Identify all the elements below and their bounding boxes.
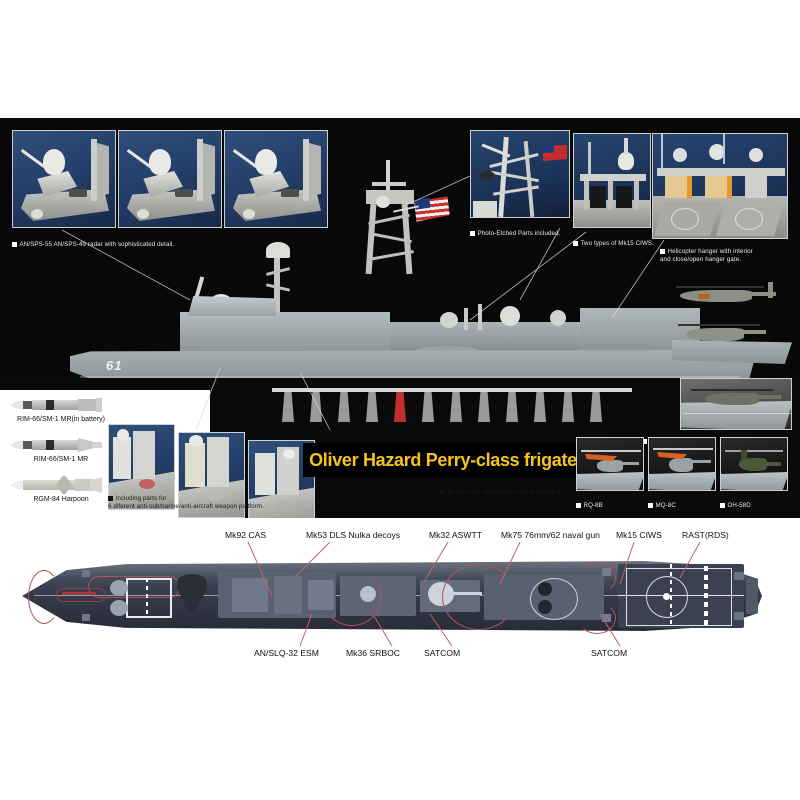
caption-helicopter-hangar-text: Helicopter hanger with interior and clos…: [660, 248, 753, 263]
plan-label-mk75-gun: Mk75 76mm/62 naval gun: [500, 530, 601, 540]
photo-photo-etched-parts: [470, 130, 570, 218]
caption-oh58d-text: OH-58D: [727, 502, 751, 509]
missile-rim66-in-battery: [10, 398, 102, 412]
photo-oh58d: [720, 437, 788, 491]
missile-label-2: RIM-66/SM-1 MR: [33, 456, 89, 463]
bullet-square: [720, 502, 725, 508]
caption-radar: AN/SPS-55 AN/SPS-49 radar with sophistic…: [12, 233, 174, 249]
caption-oh58d: OH-58D: [720, 494, 751, 510]
ship-hull-number: 61: [106, 358, 123, 373]
photo-radar-3: [224, 130, 328, 228]
bullet-square: [12, 241, 17, 247]
caption-weapon-platform-text: Including parts for 6 diferent anti-subm…: [108, 495, 264, 510]
photo-mq8c: [648, 437, 716, 491]
photo-weapon-platform-1: [108, 424, 175, 510]
caption-weapon-platform: Including parts for 6 diferent anti-subm…: [108, 487, 268, 511]
missile-rgm84-harpoon: [10, 476, 102, 494]
plan-label-an-slq32-esm: AN/SLQ-32 ESM: [253, 648, 320, 658]
bullet-square: [642, 438, 647, 444]
missile-label-1: RIM-66/SM-1 MR(in battery): [17, 416, 105, 423]
plan-view-diagram: Mk92 CAS Mk53 DLS Nulka decoys Mk32 ASWT…: [0, 518, 800, 800]
ship-plan-view: [22, 554, 762, 638]
plan-label-satcom-aft: SATCOM: [590, 648, 629, 658]
ship-foremast: [258, 240, 298, 312]
plan-label-mk32-aswtt: Mk32 ASWTT: [428, 530, 484, 540]
missile-rim66: [10, 438, 102, 452]
photo-helicopter-on-deck: [672, 318, 792, 364]
caption-bottom-hull: Bottom hull and display stand included.: [440, 481, 562, 497]
plan-label-mk92-cas: Mk92 CAS: [224, 530, 268, 540]
caption-photo-etched-text: Photo-Etched Parts included.: [477, 230, 561, 237]
caption-mk15-ciws-text: Two types of Mk15 CIWS.: [580, 240, 654, 247]
caption-rq8b: RQ-8B: [576, 494, 603, 510]
plan-label-mk15-ciws: Mk15 CIWS: [615, 530, 663, 540]
photo-rq8b: [576, 437, 644, 491]
ship-bridge: [188, 296, 276, 316]
display-stand: [272, 388, 632, 422]
bullet-square: [576, 502, 581, 508]
bullet-square: [470, 230, 475, 236]
caption-radar-text: AN/SPS-55 AN/SPS-49 radar with sophistic…: [19, 241, 175, 248]
product-title: Oliver Hazard Perry-class frigate: [309, 449, 577, 470]
plan-label-mk53-dls: Mk53 DLS Nulka decoys: [305, 530, 402, 540]
product-title-banner: Oliver Hazard Perry-class frigate: [303, 443, 583, 477]
caption-rq8b-text: RQ-8B: [583, 502, 603, 509]
plan-label-mk36-srboc: Mk36 SRBOC: [345, 648, 401, 658]
ship-mast: [360, 160, 420, 280]
photo-mh60r-helicopter-detail: [672, 276, 782, 310]
caption-mq8c: MQ-8C: [648, 494, 676, 510]
plan-label-satcom-fwd: SATCOM: [423, 648, 462, 658]
photo-weapon-platform-2: [178, 432, 245, 518]
photo-helicopter-hangar: [652, 133, 788, 239]
bullet-square: [648, 502, 653, 508]
bullet-square: [108, 495, 113, 501]
plan-label-rast-rds: RAST(RDS): [681, 530, 730, 540]
caption-photo-etched: Photo-Etched Parts included.: [470, 222, 560, 238]
ship-superstructure: [180, 312, 390, 352]
photo-radar-2: [118, 130, 222, 228]
photo-mk15-ciws: [573, 133, 651, 228]
caption-bottom-hull-text: Bottom hull and display stand included.: [447, 489, 563, 496]
caption-mq8c-text: MQ-8C: [655, 502, 676, 509]
bullet-square: [573, 240, 578, 246]
caption-mk15-ciws: Two types of Mk15 CIWS.: [573, 232, 654, 248]
bullet-square: [440, 489, 445, 495]
photo-mh60r: [680, 378, 792, 430]
photo-radar-1: [12, 130, 116, 228]
weapons-parts-panel: RIM-66/SM-1 MR(in battery) RIM-66/SM-1 M…: [0, 390, 210, 518]
missile-label-3: RGM-84 Harpoon: [33, 496, 89, 503]
